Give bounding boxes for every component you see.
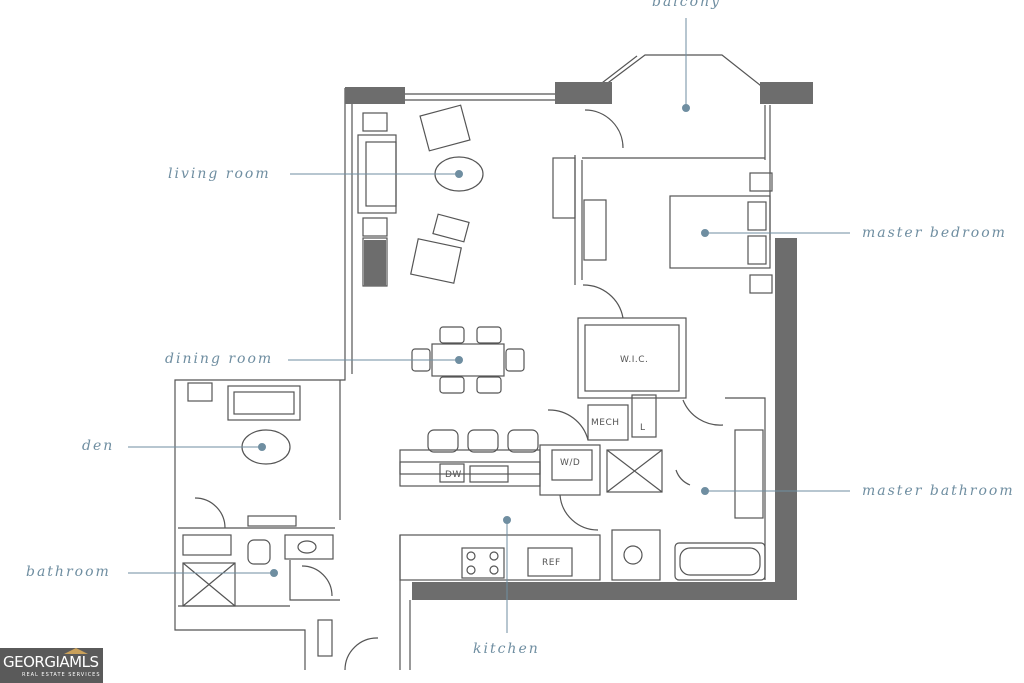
bath-toilet: [247, 539, 271, 565]
den-sofa: [227, 385, 301, 421]
ottoman: [432, 213, 470, 243]
sink: [469, 465, 509, 483]
wall-bath-right: [289, 560, 340, 601]
dresser: [552, 157, 576, 219]
logo-roof-icon: [64, 648, 88, 654]
label-den: den: [82, 438, 115, 454]
wall-outline: [174, 88, 346, 670]
label-bathroom: bathroom: [26, 564, 111, 580]
wic-tag: W.I.C.: [620, 355, 648, 365]
refrigerator: [527, 547, 573, 577]
ref-tag: REF: [542, 558, 561, 568]
wall-master-bath: [725, 397, 766, 580]
armchair-2: [410, 238, 462, 284]
linen-closet: [631, 394, 657, 438]
bath-toilet-area: [611, 529, 661, 581]
logo-sub-text: REAL ESTATE SERVICES: [22, 672, 101, 678]
side-table-1: [362, 112, 388, 132]
label-living-room: living room: [168, 166, 271, 182]
bed: [669, 195, 771, 269]
vanity: [734, 429, 764, 519]
tub: [674, 542, 766, 581]
range: [461, 547, 505, 579]
label-dining-room: dining room: [165, 351, 274, 367]
linen-tag: L: [640, 423, 646, 433]
bath-vanity: [284, 534, 334, 560]
mech-tag: MECH: [591, 418, 620, 428]
logo-main-text: GEORGIAMLS: [3, 653, 99, 671]
label-kitchen: kitchen: [473, 641, 540, 657]
thick-walls: [345, 82, 813, 600]
dishwasher: [439, 463, 465, 483]
georgia-mls-logo: GEORGIAMLS REAL ESTATE SERVICES: [0, 648, 103, 683]
label-master-bedroom: master bedroom: [862, 225, 1007, 241]
laundry-closet: [539, 444, 601, 496]
label-balcony: balcony: [652, 0, 721, 10]
dw-tag: DW: [445, 470, 462, 480]
bath-shower: [182, 562, 236, 607]
label-master-bathroom: master bathroom: [862, 483, 1015, 499]
kitchen-lower-counter: [399, 534, 601, 581]
armchair-1: [419, 104, 471, 152]
shower: [606, 449, 663, 493]
side-table-2: [362, 217, 388, 237]
mech-closet: [587, 404, 629, 441]
wd-tag: W/D: [560, 458, 580, 468]
